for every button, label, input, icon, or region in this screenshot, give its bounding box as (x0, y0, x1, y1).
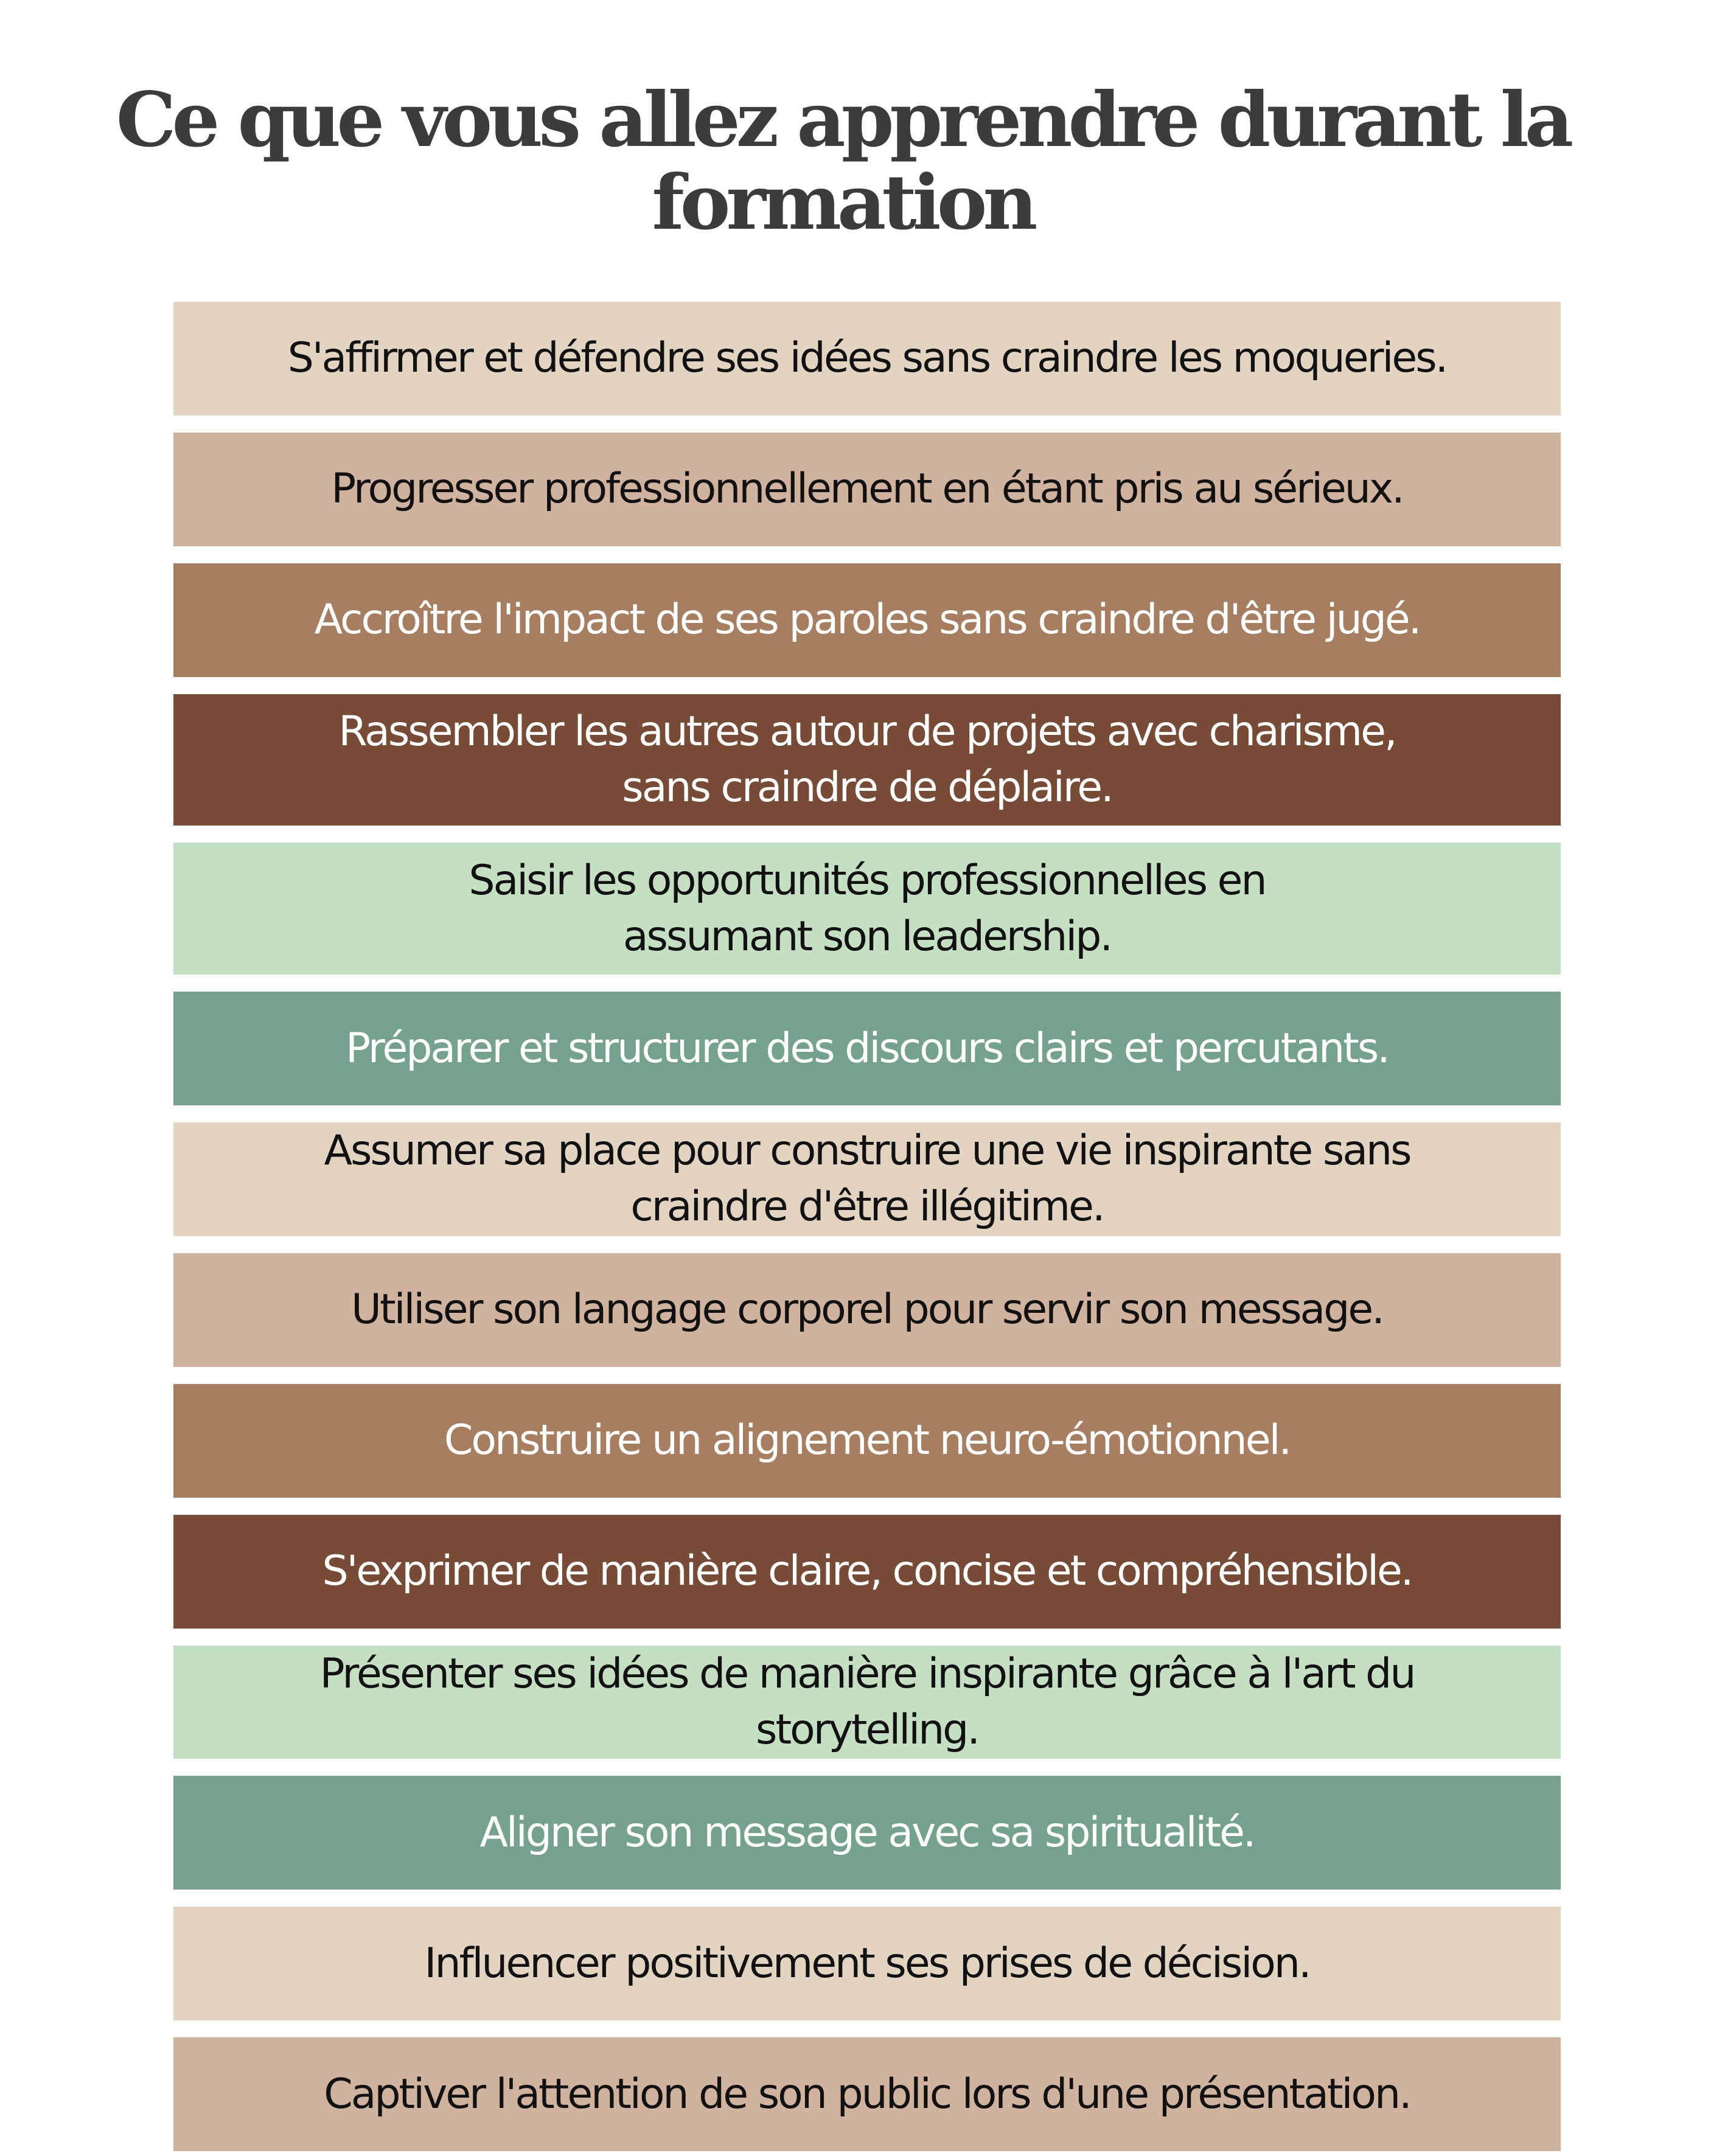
outcome-line: Préparer et structurer des discours clai… (346, 1024, 1390, 1073)
outcome-line: assumant son leadership. (622, 912, 1113, 961)
page-title-line-1: Ce que vous allez apprendre durant la (116, 76, 1573, 164)
outcome-text: S'exprimer de manière claire, concise et… (322, 1543, 1414, 1599)
outcome-line: Saisir les opportunités professionnelles… (469, 856, 1267, 905)
outcome-item-13: Influencer positivement ses prises de dé… (173, 1907, 1561, 2021)
outcome-line: Construire un alignement neuro-émotionne… (444, 1416, 1292, 1465)
outcome-line: S'affirmer et défendre ses idées sans cr… (287, 334, 1449, 383)
outcome-line: Aligner son message avec sa spiritualité… (479, 1808, 1256, 1857)
outcome-item-1: S'affirmer et défendre ses idées sans cr… (173, 302, 1561, 416)
outcome-line: Influencer positivement ses prises de dé… (424, 1939, 1311, 1987)
outcome-line: S'exprimer de manière claire, concise et… (322, 1547, 1414, 1596)
outcome-item-7: Assumer sa place pour construire une vie… (173, 1122, 1561, 1236)
outcome-line: storytelling. (756, 1705, 980, 1754)
outcome-text: Construire un alignement neuro-émotionne… (444, 1413, 1292, 1469)
outcome-text: Accroître l'impact de ses paroles sans c… (314, 592, 1422, 648)
outcome-text: Captiver l'attention de son public lors … (324, 2067, 1412, 2123)
outcome-text: Influencer positivement ses prises de dé… (424, 1936, 1311, 1992)
outcome-line: Accroître l'impact de ses paroles sans c… (314, 596, 1422, 644)
outcome-text: Assumer sa place pour construire une vie… (324, 1123, 1412, 1235)
outcome-item-9: Construire un alignement neuro-émotionne… (173, 1383, 1561, 1498)
outcome-item-3: Accroître l'impact de ses paroles sans c… (173, 563, 1561, 677)
outcome-item-12: Aligner son message avec sa spiritualité… (173, 1776, 1561, 1890)
outcome-line: sans craindre de déplaire. (622, 763, 1113, 812)
outcome-line: Captiver l'attention de son public lors … (324, 2070, 1412, 2118)
outcome-text: Rassembler les autres autour de projets … (338, 704, 1397, 816)
outcome-text: Progresser professionnellement en étant … (331, 461, 1404, 517)
outcome-text: S'affirmer et défendre ses idées sans cr… (287, 330, 1449, 386)
outcome-text: Saisir les opportunités professionnelles… (469, 853, 1267, 965)
outcome-line: Progresser professionnellement en étant … (331, 465, 1404, 513)
outcome-text: Utiliser son langage corporel pour servi… (351, 1282, 1385, 1338)
page-title-line-2: formation (652, 159, 1037, 247)
outcome-item-10: S'exprimer de manière claire, concise et… (173, 1514, 1561, 1629)
outcome-item-8: Utiliser son langage corporel pour servi… (173, 1253, 1561, 1367)
outcome-item-11: Présenter ses idées de manière inspirant… (173, 1645, 1561, 1759)
outcome-item-2: Progresser professionnellement en étant … (173, 432, 1561, 546)
outcome-line: Présenter ses idées de manière inspirant… (319, 1649, 1417, 1698)
outcome-text: Préparer et structurer des discours clai… (346, 1021, 1390, 1077)
outcome-text: Aligner son message avec sa spiritualité… (479, 1805, 1256, 1861)
outcome-item-6: Préparer et structurer des discours clai… (173, 992, 1561, 1106)
outcome-line: craindre d'être illégitime. (630, 1183, 1105, 1231)
outcome-item-4: Rassembler les autres autour de projets … (173, 694, 1561, 826)
page-title: Ce que vous allez apprendre durant la fo… (0, 79, 1685, 245)
outcome-line: Rassembler les autres autour de projets … (338, 708, 1397, 756)
outcome-text: Présenter ses idées de manière inspirant… (319, 1646, 1417, 1758)
learning-outcomes-list: S'affirmer et défendre ses idées sans cr… (173, 302, 1561, 2152)
outcome-line: Utiliser son langage corporel pour servi… (351, 1285, 1385, 1334)
outcome-item-5: Saisir les opportunités professionnelles… (173, 843, 1561, 975)
outcome-item-14: Captiver l'attention de son public lors … (173, 2037, 1561, 2152)
outcome-line: Assumer sa place pour construire une vie… (324, 1127, 1412, 1175)
